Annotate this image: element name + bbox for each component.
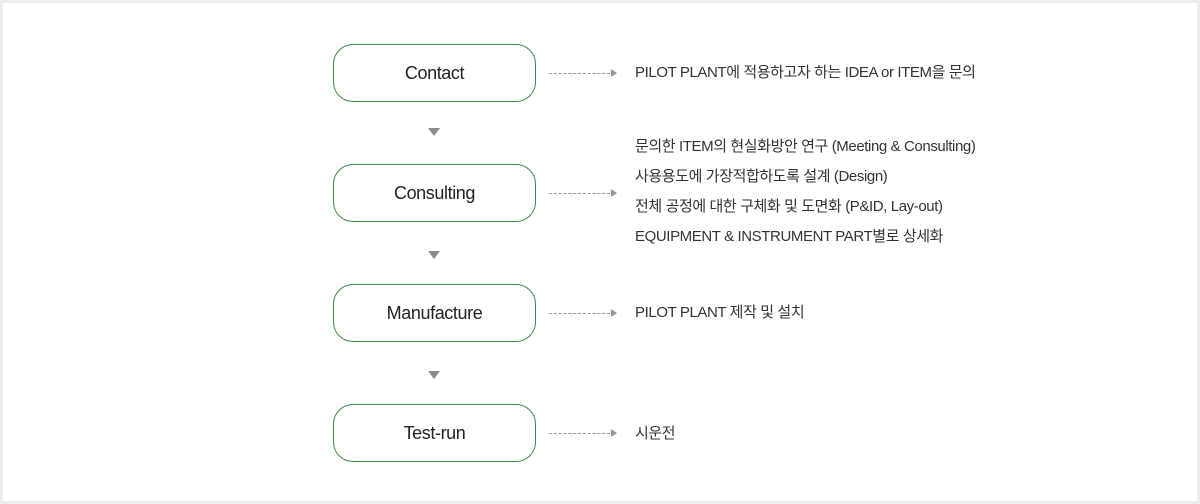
description-manufacture: PILOT PLANT 제작 및 설치 — [635, 298, 805, 328]
down-arrow-icon — [428, 251, 440, 259]
description-line: EQUIPMENT & INSTRUMENT PART별로 상세화 — [635, 228, 944, 245]
connector-arrow-icon — [549, 189, 617, 198]
description-test-run: 시운전 — [635, 419, 676, 449]
description-line: 사용용도에 가장적합하도록 설계 (Design) — [635, 168, 888, 185]
step-manufacture: Manufacture — [333, 284, 536, 342]
connector-arrow-icon — [549, 69, 617, 78]
connector-arrow-icon — [549, 309, 617, 318]
step-contact: Contact — [333, 44, 536, 102]
step-consulting: Consulting — [333, 164, 536, 222]
description-line: 문의한 ITEM의 현실화방안 연구 (Meeting & Consulting… — [635, 138, 976, 155]
description-line: PILOT PLANT 제작 및 설치 — [635, 304, 805, 321]
description-line: 시운전 — [635, 425, 676, 442]
connector-arrow-icon — [549, 429, 617, 438]
process-panel — [3, 3, 1197, 501]
description-contact: PILOT PLANT에 적용하고자 하는 IDEA or ITEM을 문의 — [635, 58, 976, 88]
description-line: 전체 공정에 대한 구체화 및 도면화 (P&ID, Lay-out) — [635, 198, 943, 215]
down-arrow-icon — [428, 128, 440, 136]
description-consulting: 문의한 ITEM의 현실화방안 연구 (Meeting & Consulting… — [635, 132, 976, 252]
step-test-run: Test-run — [333, 404, 536, 462]
description-line: PILOT PLANT에 적용하고자 하는 IDEA or ITEM을 문의 — [635, 64, 976, 81]
down-arrow-icon — [428, 371, 440, 379]
